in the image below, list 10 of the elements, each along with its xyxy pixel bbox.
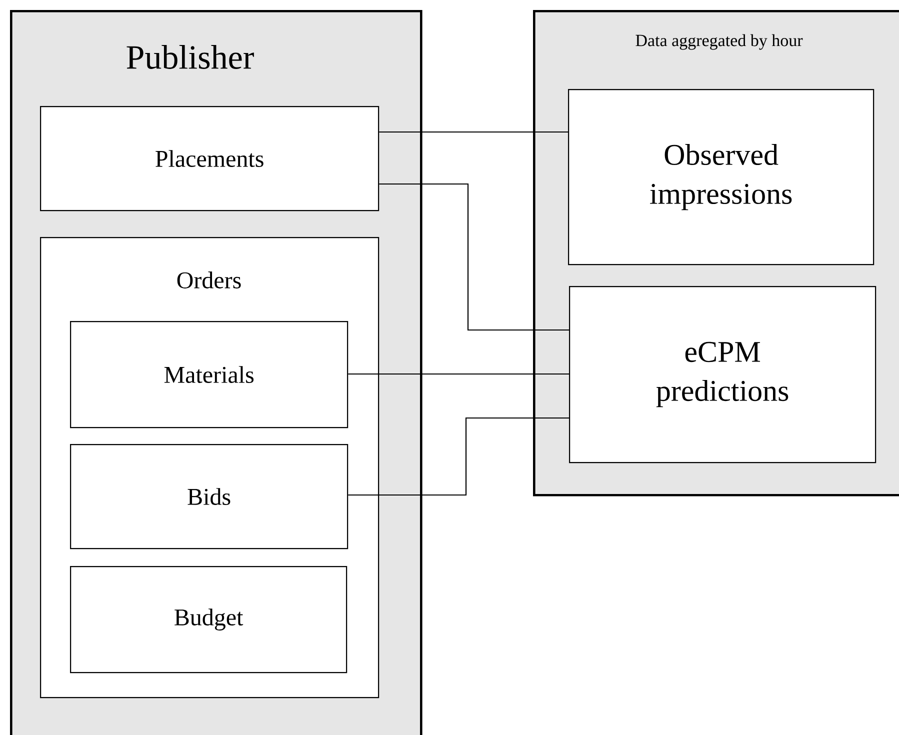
process-box: Bids	[70, 444, 348, 550]
connector-line	[348, 373, 569, 375]
connector-line	[348, 417, 569, 496]
process-box: eCPM predictions	[569, 286, 876, 464]
process-box: Materials	[70, 321, 348, 428]
connector-line	[379, 183, 569, 331]
process-box: Budget	[70, 566, 348, 674]
process-box: Placements	[40, 106, 380, 212]
process-box: Observed impressions	[568, 89, 874, 266]
connector-line	[379, 131, 568, 133]
